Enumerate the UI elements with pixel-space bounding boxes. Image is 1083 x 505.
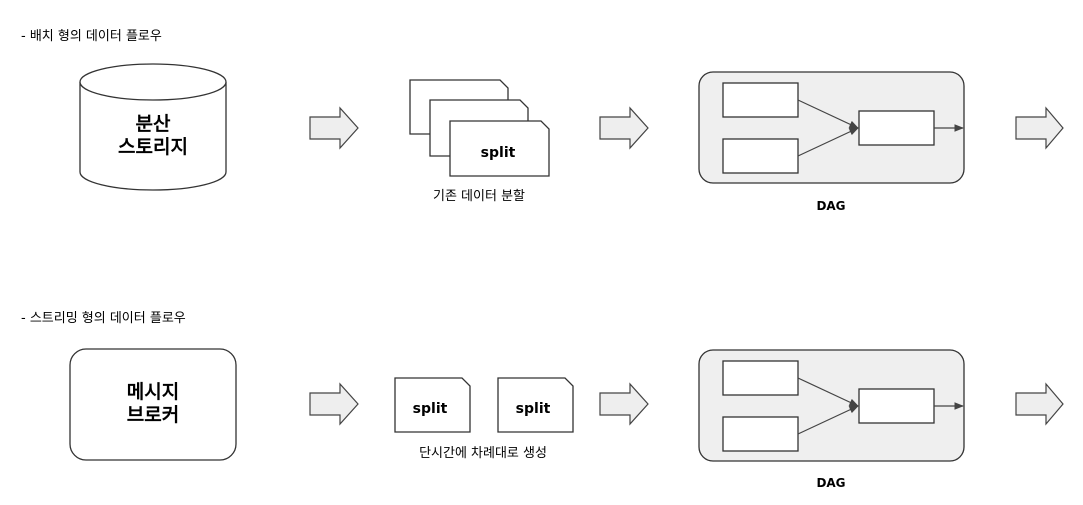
dag-node-output	[858, 388, 935, 424]
stream-section-title: - 스트리밍 형의 데이터 플로우	[21, 311, 186, 326]
flow-arrow-6	[1015, 382, 1064, 426]
dag-edge-2	[797, 405, 859, 435]
flow-arrow-1	[309, 106, 359, 150]
broker-label-line1: 메시지	[127, 381, 179, 403]
broker-label-line2: 브로커	[127, 404, 179, 426]
batch-section-title: - 배치 형의 데이터 플로우	[21, 29, 162, 44]
batch-section: - 배치 형의 데이터 플로우 분산 스토리지 split 기존 데이터 분할	[21, 29, 1064, 213]
storage-label-line1: 분산	[136, 113, 171, 135]
dag-node-input-1	[722, 360, 799, 396]
distributed-storage-cylinder: 분산 스토리지	[79, 63, 227, 191]
split-label-2: split	[516, 401, 551, 417]
flow-arrow-2	[599, 106, 649, 150]
split-label: split	[481, 145, 516, 161]
dag-edge-1	[797, 99, 859, 129]
stream-dag	[698, 349, 965, 462]
flow-arrow-5	[599, 382, 649, 426]
batch-dag	[698, 71, 965, 184]
dag-node-input-2	[722, 138, 799, 174]
flow-arrow-3	[1015, 106, 1064, 150]
streaming-section: - 스트리밍 형의 데이터 플로우 메시지 브로커 split split 단시…	[21, 311, 1064, 490]
dag-node-input-2	[722, 416, 799, 452]
dag-edge-1	[797, 377, 859, 407]
dag-node-input-1	[722, 82, 799, 118]
stream-split-caption: 단시간에 차례대로 생성	[419, 446, 547, 461]
split-document-front	[449, 120, 550, 177]
stream-dag-label: DAG	[816, 476, 845, 490]
batch-dag-label: DAG	[816, 199, 845, 213]
split-document-1: split	[394, 377, 471, 433]
storage-label-line2: 스토리지	[118, 136, 188, 158]
message-broker-box: 메시지 브로커	[69, 348, 237, 461]
split-label-1: split	[413, 401, 448, 417]
flow-arrow-4	[309, 382, 359, 426]
batch-split-caption: 기존 데이터 분할	[433, 189, 525, 204]
dag-edge-2	[797, 127, 859, 157]
split-document-stack: split	[409, 79, 550, 177]
split-document-2: split	[497, 377, 574, 433]
dag-node-output	[858, 110, 935, 146]
